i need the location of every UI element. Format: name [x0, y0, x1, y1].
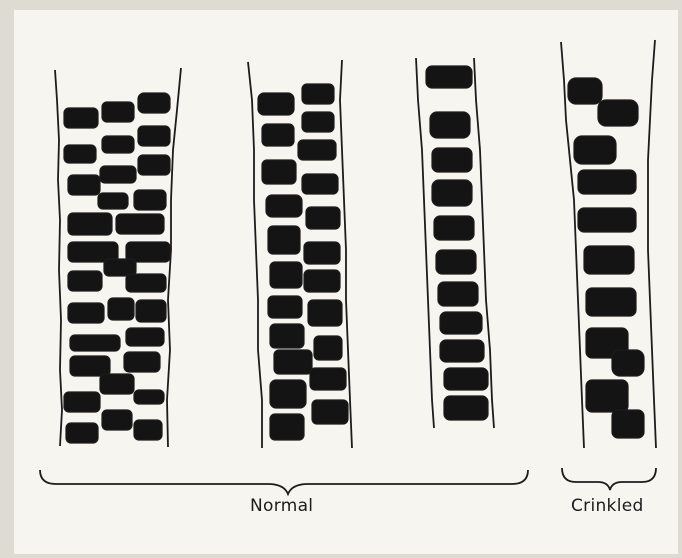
stomatal-cell — [136, 300, 166, 322]
stomatal-cell — [138, 93, 170, 113]
stomatal-cell — [436, 250, 476, 274]
stomatal-cell — [434, 216, 474, 240]
stomatal-cell — [270, 414, 304, 440]
stomatal-cell — [102, 410, 132, 430]
stomatal-cell — [98, 193, 128, 209]
stomatal-cell — [68, 213, 112, 235]
stomatal-cell — [64, 392, 100, 412]
stomatal-cell — [262, 124, 294, 146]
normal-strip-3 — [416, 58, 494, 428]
stomatal-cell — [430, 112, 470, 138]
stomatal-cell — [432, 180, 472, 206]
stomatal-cell — [64, 108, 98, 128]
stomatal-cell — [568, 78, 602, 104]
stomatal-cell — [438, 282, 478, 306]
stomatal-cell — [432, 148, 472, 172]
stomatal-cell — [270, 380, 306, 408]
stomatal-cell — [612, 350, 644, 376]
stomatal-cell — [312, 400, 348, 424]
normal-strip-1 — [55, 68, 181, 447]
stomatal-cell — [68, 175, 100, 195]
stomatal-cell — [138, 155, 170, 175]
normal-strip-2 — [248, 60, 352, 448]
stomatal-cell — [298, 140, 336, 160]
stomatal-cell — [306, 207, 340, 229]
stomatal-cell — [612, 410, 644, 438]
stomatal-cell — [266, 195, 302, 217]
stomatal-cell — [68, 303, 104, 323]
stomatal-cell — [310, 368, 346, 390]
stomatal-cell — [108, 298, 134, 320]
stomatal-cell — [274, 350, 312, 374]
stomatal-cell — [304, 242, 340, 264]
stomatal-cell — [138, 126, 170, 146]
stomatal-cell — [586, 288, 636, 316]
stomatal-cell — [574, 136, 616, 164]
strip-outline-left — [248, 62, 262, 448]
stomatal-cell — [584, 246, 634, 274]
stomatal-cell — [270, 262, 302, 288]
stomatal-cell — [308, 300, 342, 326]
stomatal-cell — [134, 190, 166, 210]
normal-brace — [40, 470, 528, 494]
stomatal-cell — [258, 93, 294, 115]
stomatal-cell — [126, 328, 164, 346]
stomatal-cell — [268, 226, 300, 254]
stomatal-cell — [302, 112, 334, 132]
stomatal-cell — [70, 356, 110, 376]
stomatal-cell — [102, 136, 134, 153]
stomatal-cell — [586, 380, 628, 412]
stomatal-cell — [578, 170, 636, 194]
stomatal-cell — [68, 271, 102, 291]
stomatal-cell — [426, 66, 472, 88]
stomatal-cell — [444, 368, 488, 390]
stomatal-cell — [270, 324, 304, 348]
stomatal-cell — [302, 174, 338, 194]
stomatal-cell — [100, 166, 136, 183]
crinkled-strip — [561, 40, 656, 448]
stomatal-cell — [100, 374, 134, 394]
normal-label: Normal — [250, 496, 313, 516]
stomatal-cell — [64, 145, 96, 163]
stomatal-cell — [578, 208, 636, 232]
stomatal-cell — [262, 160, 296, 184]
stomatal-cell — [134, 390, 164, 404]
stomatal-cell — [70, 335, 120, 351]
stomatal-cell — [116, 214, 164, 234]
stomatal-cell — [302, 84, 334, 104]
stomatal-cell — [598, 100, 638, 126]
stomatal-cell — [66, 423, 98, 443]
stomatal-cell — [440, 340, 484, 362]
stomatal-cell — [102, 102, 134, 122]
crinkled-label: Crinkled — [571, 496, 644, 516]
stomatal-cell — [126, 274, 166, 292]
strip-outline-left — [55, 70, 62, 446]
stomatal-cell — [440, 312, 482, 334]
crinkled-brace — [562, 468, 656, 490]
strip-outline-left — [416, 58, 434, 428]
strip-outline-right — [648, 40, 656, 448]
stomatal-cell — [444, 396, 488, 420]
stomatal-cell — [314, 336, 342, 360]
stomatal-cell — [134, 420, 162, 440]
stomatal-cell — [124, 352, 160, 372]
stomatal-cell — [304, 270, 340, 292]
stomatal-cell — [268, 296, 302, 318]
